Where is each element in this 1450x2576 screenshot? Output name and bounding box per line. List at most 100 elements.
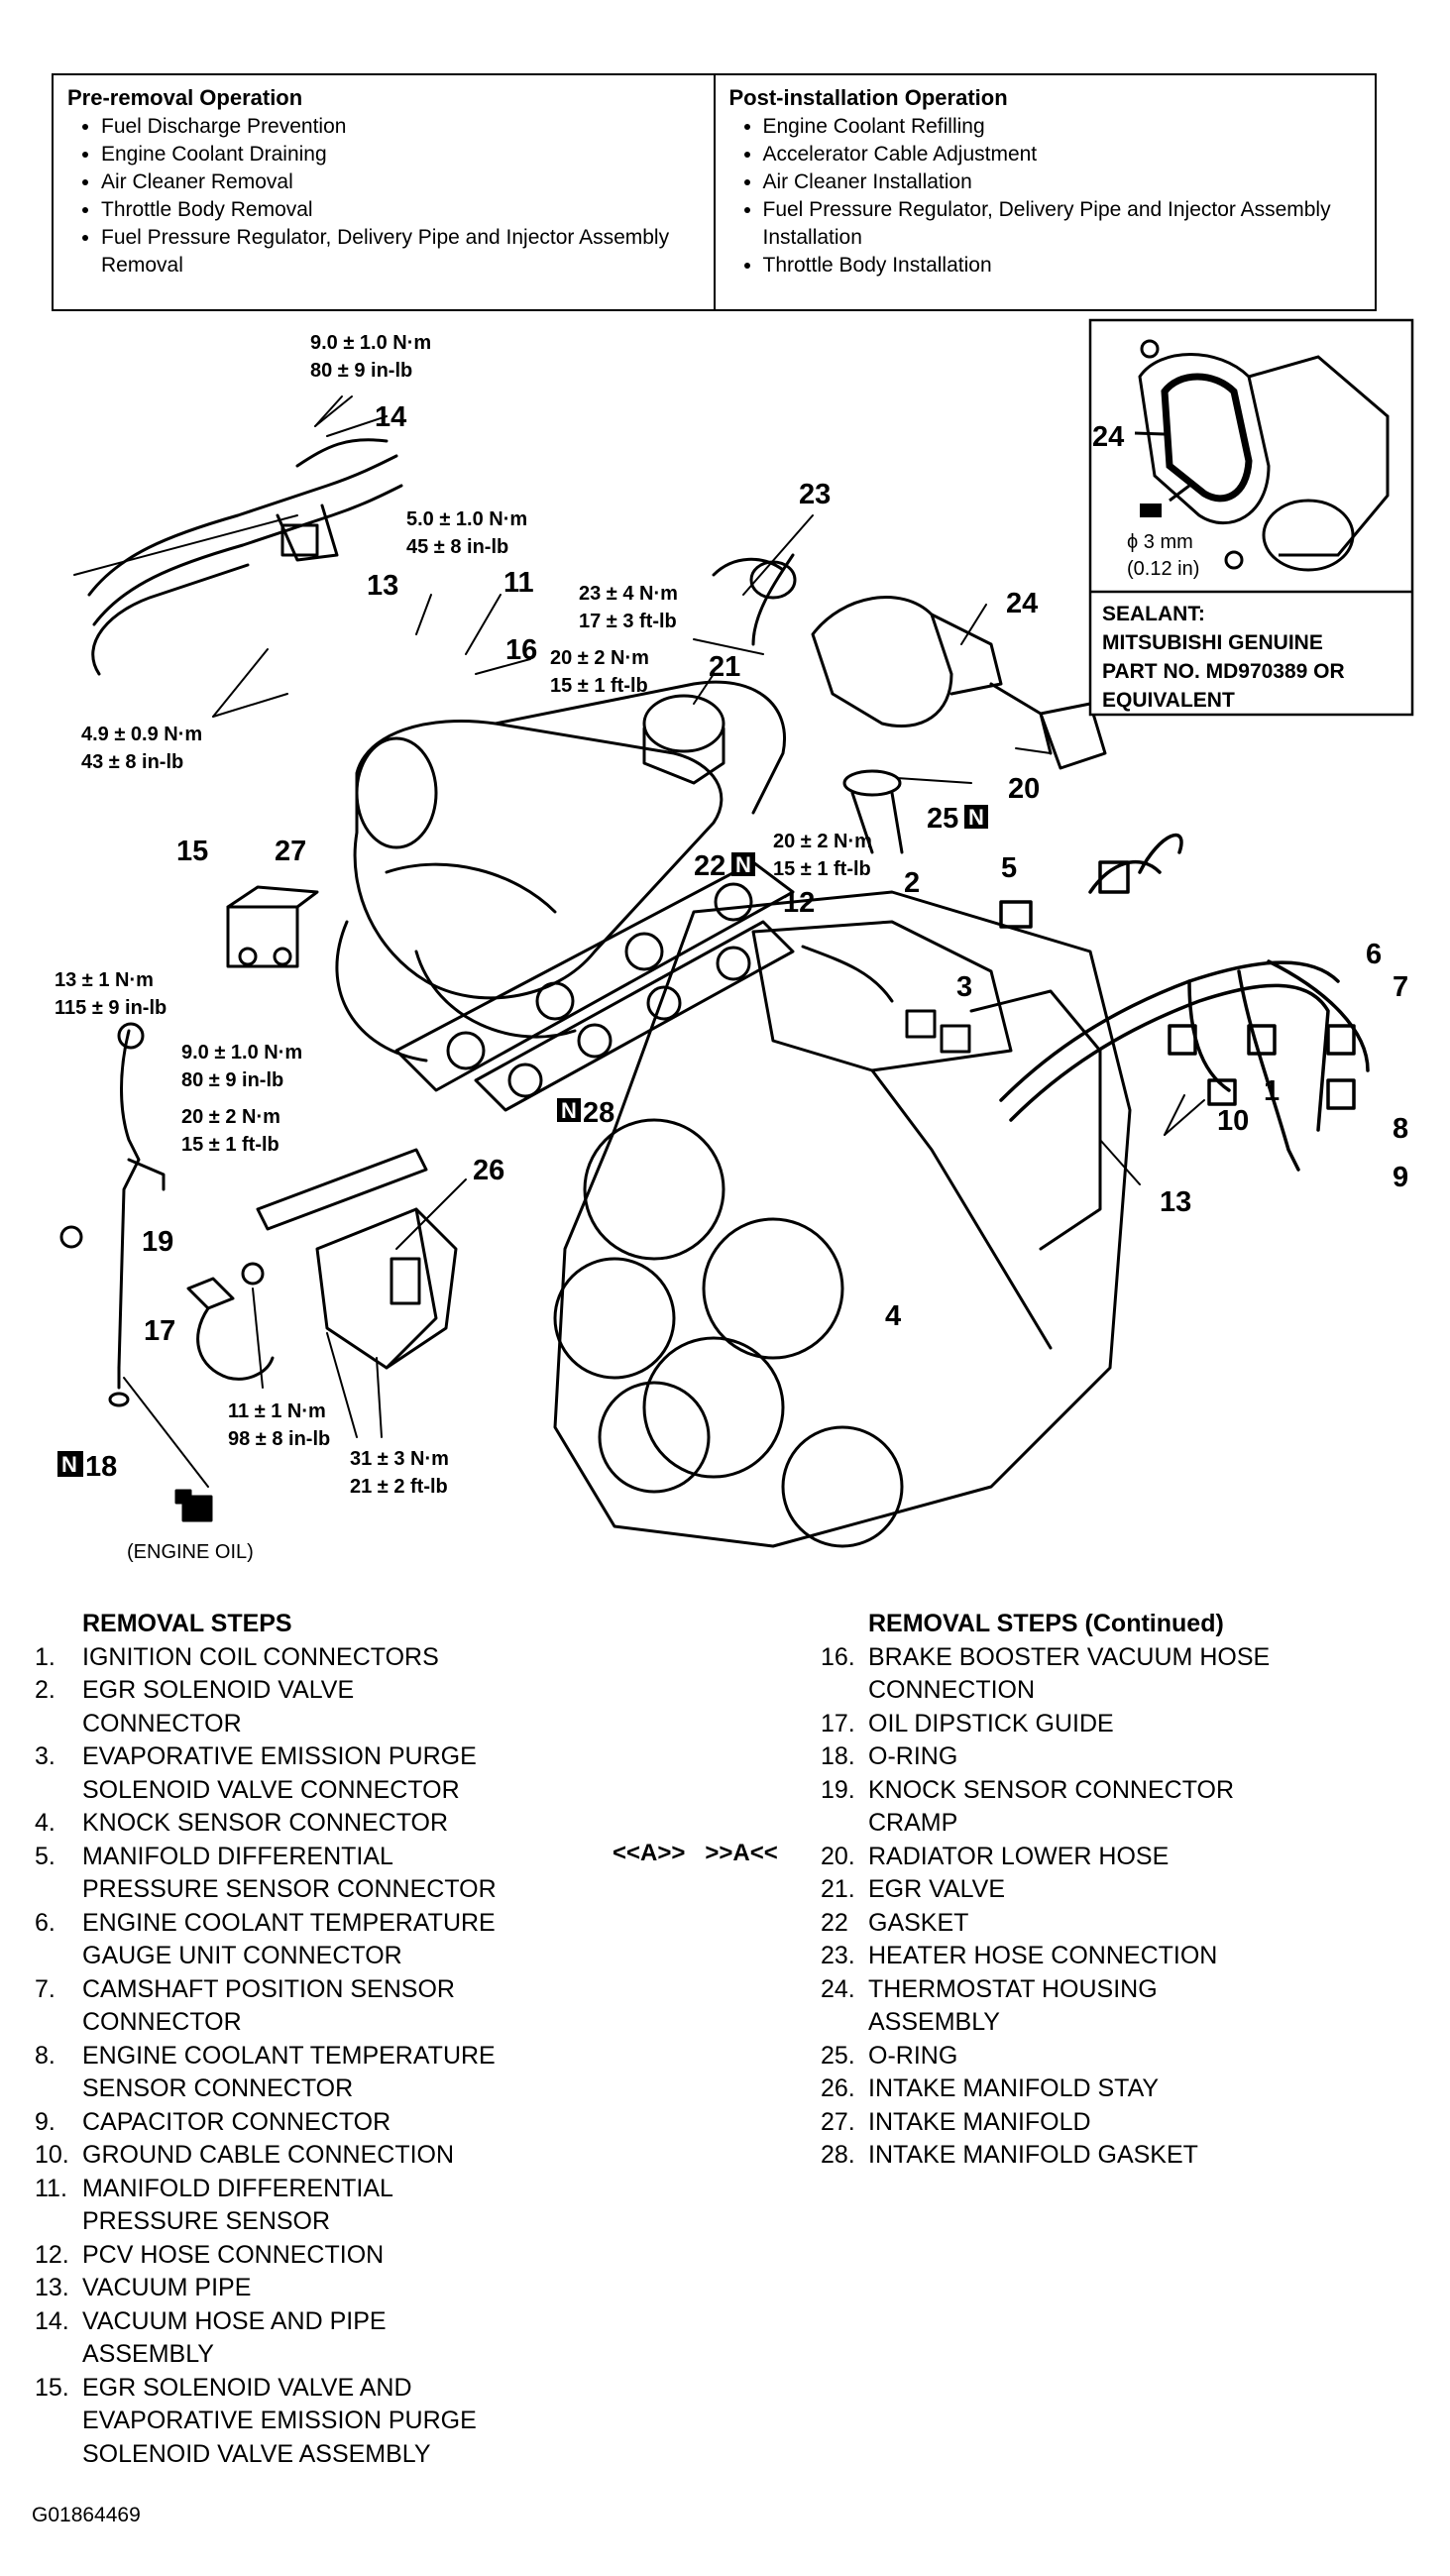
sealant-tube-icon [1140, 504, 1162, 517]
step-text: OIL DIPSTICK GUIDE [868, 1709, 1114, 1737]
new-part-marker: N [735, 852, 751, 877]
step-text: INTAKE MANIFOLD [868, 2107, 1091, 2136]
step-number: 13. [35, 2274, 69, 2301]
step-text: ENGINE COOLANT TEMPERATURE GAUGE UNIT CO… [82, 1908, 496, 1970]
oil-dipstick-drawing [59, 1022, 166, 1407]
step-text: INTAKE MANIFOLD STAY [868, 2074, 1160, 2102]
part-label: 13 [367, 570, 398, 602]
torque-label: 23 ± 4 N·m [579, 583, 678, 605]
torque-label: 45 ± 8 in-lb [406, 536, 508, 558]
part-28-label: N 28 [557, 1097, 614, 1129]
egr-valve-drawing [642, 694, 725, 785]
part-label: 24 [1092, 421, 1124, 453]
step-text: BRAKE BOOSTER VACUUM HOSE CONNECTION [868, 1642, 1271, 1705]
list-item: 24.THERMOSTAT HOUSING ASSEMBLY [821, 1973, 1415, 2040]
part-label: 19 [142, 1226, 173, 1258]
engine-oil-label: (ENGINE OIL) [127, 1541, 254, 1563]
list-item: 19.KNOCK SENSOR CONNECTOR CRAMP [821, 1774, 1415, 1841]
list-item: 6.ENGINE COOLANT TEMPERATURE GAUGE UNIT … [35, 1907, 590, 1973]
list-item: 11.MANIFOLD DIFFERENTIAL PRESSURE SENSOR [35, 2173, 590, 2239]
step-number: 16. [821, 1642, 855, 1671]
step-text: EGR VALVE [868, 1875, 1006, 1903]
list-item: 16. BRAKE BOOSTER VACUUM HOSE CONNECTION [821, 1641, 1415, 1708]
list-item: Fuel Pressure Regulator, Delivery Pipe a… [101, 224, 700, 280]
step-text: KNOCK SENSOR CONNECTOR CRAMP [868, 1775, 1235, 1838]
step-text: GROUND CABLE CONNECTION [82, 2141, 455, 2169]
list-item: 4. KNOCK SENSOR CONNECTOR [35, 1807, 590, 1841]
part-25-label: 25 N [927, 803, 988, 835]
part-label: 15 [176, 836, 208, 867]
step-number: 11. [35, 2174, 67, 2202]
step-number: 8. [35, 2041, 56, 2070]
step-text: GASKET [868, 1908, 969, 1937]
vacuum-hose-pipe-drawing [87, 438, 403, 676]
pre-removal-operation: Pre-removal Operation Fuel Discharge Pre… [54, 75, 714, 309]
list-item: Throttle Body Installation [763, 252, 1362, 280]
step-number: 5. [35, 1842, 56, 1870]
new-part-marker: N [968, 805, 984, 830]
torque-label: 11 ± 1 N·m [228, 1400, 326, 1422]
part-22-label: 22 N [694, 850, 755, 882]
post-installation-list: Engine Coolant Refilling Accelerator Cab… [729, 113, 1362, 280]
part-label: 9 [1393, 1162, 1408, 1193]
post-installation-operation: Post-installation Operation Engine Coola… [713, 75, 1376, 309]
part-label: 25 [927, 803, 958, 835]
torque-labels: 9.0 ± 1.0 N·m 80 ± 9 in-lb 5.0 ± 1.0 N·m… [55, 332, 872, 1498]
step-text: VACUUM HOSE AND PIPE ASSEMBLY [82, 2306, 387, 2369]
intake-manifold-stay-drawing [315, 1207, 458, 1370]
step-number: 3. [35, 1742, 56, 1770]
list-item: 23.HEATER HOSE CONNECTION [821, 1940, 1415, 1973]
knock-sensor-cramp-drawing [186, 1262, 275, 1381]
step-number: 22 [821, 1908, 848, 1937]
torque-label: 13 ± 1 N·m [55, 969, 154, 991]
list-item: Air Cleaner Removal [101, 168, 700, 196]
list-item: Fuel Pressure Regulator, Delivery Pipe a… [763, 196, 1362, 252]
part-number-labels: 14 13 11 16 23 24 21 20 25 N 22 N 15 27 … [57, 401, 1408, 1483]
list-item: 9.CAPACITOR CONNECTOR [35, 2106, 590, 2140]
operation-box: Pre-removal Operation Fuel Discharge Pre… [52, 73, 1377, 311]
part-label: 23 [799, 479, 831, 510]
list-item: Accelerator Cable Adjustment [763, 141, 1362, 168]
step-number: 14. [35, 2306, 69, 2335]
list-item: 17. OIL DIPSTICK GUIDE [821, 1708, 1415, 1741]
part-label: 14 [375, 401, 406, 433]
step-text: INTAKE MANIFOLD GASKET [868, 2141, 1198, 2169]
step-number: 26. [821, 2074, 855, 2102]
part-label: 4 [885, 1300, 901, 1332]
torque-label: 21 ± 2 ft-lb [350, 1476, 448, 1498]
list-item: 18.O-RING [821, 1740, 1415, 1774]
part-label: 21 [709, 651, 740, 683]
torque-label: 43 ± 8 in-lb [81, 751, 183, 773]
step-text: PCV HOSE CONNECTION [82, 2240, 385, 2269]
step-number: 18. [821, 1742, 855, 1770]
engine-exploded-diagram: 14 13 11 16 23 24 21 20 25 N 22 N 15 27 … [55, 318, 1414, 1563]
sealant-line: MITSUBISHI GENUINE [1102, 631, 1323, 654]
leader-lines [73, 395, 1205, 1488]
torque-label: 9.0 ± 1.0 N·m [310, 332, 431, 354]
step-number: 4. [35, 1809, 56, 1837]
engine-block-drawing [553, 890, 1132, 1548]
step-text: THERMOSTAT HOUSING ASSEMBLY [868, 1974, 1158, 2037]
list-item: 5.MANIFOLD DIFFERENTIAL PRESSURE SENSOR … [35, 1841, 590, 1907]
part-label: 16 [505, 634, 537, 666]
step-text: IGNITION COIL CONNECTORS [82, 1642, 439, 1671]
part-label: 8 [1393, 1113, 1408, 1145]
list-item: 14. VACUUM HOSE AND PIPE ASSEMBLY [35, 2305, 590, 2372]
o-ring-25-drawing [842, 769, 902, 797]
step-number: 12. [35, 2240, 69, 2269]
removal-steps-title: REMOVAL STEPS [82, 1610, 292, 1637]
part-label: 1 [1264, 1075, 1280, 1107]
step-number: 17. [821, 1709, 855, 1737]
part-label: 24 [1006, 588, 1038, 619]
manifold-flange-drawing [394, 860, 795, 1092]
part-label: 7 [1393, 971, 1408, 1003]
step-text: KNOCK SENSOR CONNECTOR [82, 1809, 449, 1837]
pre-removal-list: Fuel Discharge Prevention Engine Coolant… [67, 113, 700, 280]
removal-steps: REMOVAL STEPS 1.IGNITION COIL CONNECTORS… [35, 1608, 590, 2471]
removal-steps-list: 1.IGNITION COIL CONNECTORS 2.EGR SOLENOI… [35, 1641, 590, 2472]
list-item: 2.EGR SOLENOID VALVE CONNECTOR [35, 1674, 590, 1740]
torque-label: 15 ± 1 ft-lb [550, 675, 648, 697]
sealant-diameter-in: (0.12 in) [1127, 558, 1199, 580]
step-number: 15. [35, 2373, 69, 2402]
radiator-hose-drawing [1039, 702, 1107, 770]
